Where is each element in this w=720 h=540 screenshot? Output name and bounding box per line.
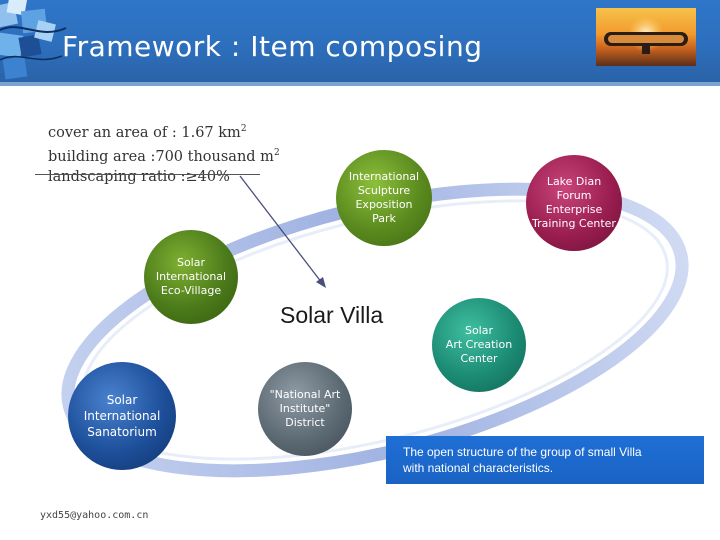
site-statistics: cover an area of : 1.67 km2 building are… (48, 119, 280, 187)
banner-divider (0, 82, 720, 86)
stats-underline (35, 174, 260, 175)
footer-email: yxd55@yahoo.com.cn (40, 510, 149, 521)
stat-area: cover an area of : 1.67 km2 (48, 124, 247, 141)
sunset-mirror-image (596, 8, 696, 66)
center-label-solar-villa: Solar Villa (280, 302, 384, 328)
pointer-arrow (239, 175, 323, 284)
decorative-squares (0, 0, 67, 80)
callout-text: The open structure of the group of small… (403, 445, 642, 475)
callout-box: The open structure of the group of small… (386, 436, 704, 484)
slide-title: Framework : Item composing (62, 30, 483, 63)
pointer-arrowhead (316, 277, 326, 288)
title-banner: Framework : Item composing (0, 0, 720, 82)
stat-landscaping-ratio: landscaping ratio :≥40% (48, 168, 230, 185)
stat-building-area: building area :700 thousand m2 (48, 147, 280, 165)
